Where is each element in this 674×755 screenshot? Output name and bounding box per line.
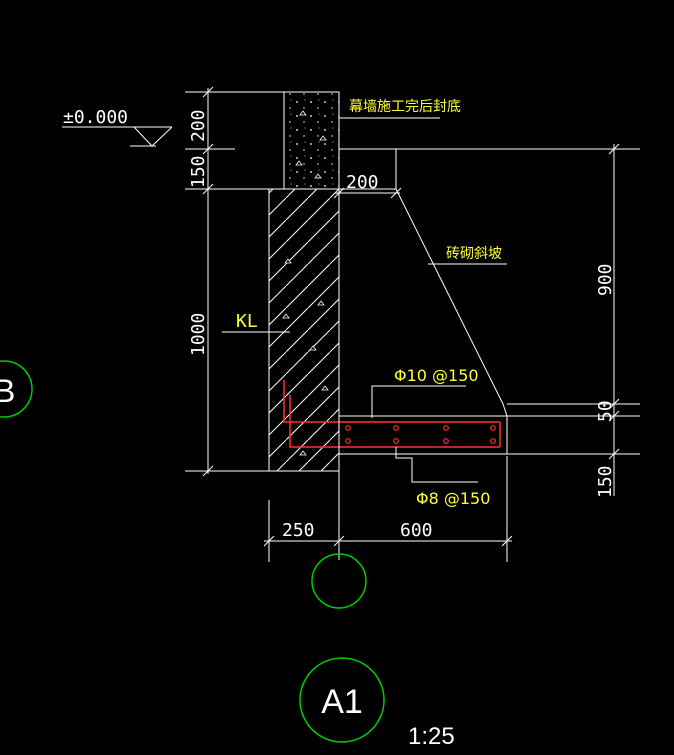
grid-bubble-b: B: [0, 360, 33, 418]
dim-bottom-600: 600: [400, 520, 433, 541]
elevation-marker: ±0.000: [62, 107, 173, 147]
beam-kl-section: [268, 188, 340, 472]
brick-slope: [339, 148, 640, 417]
kl-label: KL: [222, 311, 290, 333]
dim-right-50: 50: [595, 400, 616, 422]
left-dimension-chain: [185, 86, 290, 477]
dim-bottom-250: 250: [282, 520, 315, 541]
curtain-wall-note-text: 幕墙施工完后封底: [349, 99, 461, 115]
kl-label-text: KL: [236, 311, 258, 332]
dim-top-200: 200: [346, 172, 379, 193]
top-rebar-note: Φ10 @150: [371, 366, 479, 418]
dim-right-900: 900: [595, 263, 616, 296]
curtain-wall-note: 幕墙施工完后封底: [339, 99, 461, 119]
dim-left-200: 200: [188, 109, 209, 142]
detail-scale: 1:25: [408, 723, 455, 750]
detail-title: A1 1:25: [299, 657, 455, 750]
top-200-dimension: [333, 187, 402, 199]
dim-left-150: 150: [188, 155, 209, 188]
detail-id: A1: [321, 683, 363, 721]
bottom-dimension-chain: [263, 400, 513, 562]
grid-bubble-label: B: [0, 373, 15, 409]
brick-slope-note-text: 砖砌斜坡: [446, 246, 502, 262]
top-rebar-note-text: Φ10 @150: [394, 366, 479, 385]
bottom-rebar-note: Φ8 @150: [395, 447, 490, 508]
rebar-layout: [283, 380, 501, 448]
elevation-label: ±0.000: [63, 107, 128, 128]
axis-grid-bubble: [311, 553, 367, 609]
bottom-rebar-note-text: Φ8 @150: [416, 489, 490, 508]
dim-left-1000: 1000: [188, 313, 209, 356]
upper-wall-block: [283, 91, 340, 190]
dim-right-150: 150: [595, 465, 616, 498]
brick-slope-note: 砖砌斜坡: [428, 246, 507, 265]
right-dimension-chain: [339, 143, 640, 496]
